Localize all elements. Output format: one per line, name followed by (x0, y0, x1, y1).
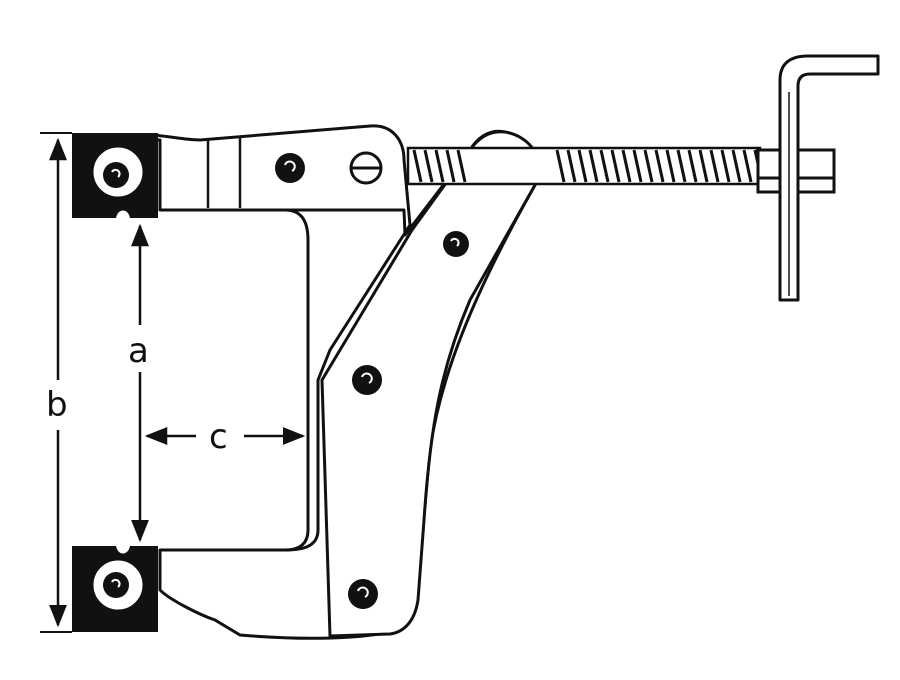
thread-line (742, 149, 753, 183)
thread-line (621, 149, 632, 183)
thread-line (720, 149, 731, 183)
throat-outline (160, 208, 310, 552)
thread-line (709, 149, 720, 183)
thread-line (555, 149, 566, 183)
rivet-upper-jaw (103, 162, 129, 188)
thread-line (599, 149, 610, 183)
thread-line (588, 149, 599, 183)
label-b: b (46, 385, 68, 425)
rivet-lever-middle (352, 365, 382, 395)
dimension-c: c (144, 417, 306, 457)
thread-line (445, 149, 456, 183)
thread-line (434, 149, 445, 183)
thread-line (731, 149, 742, 183)
rivet-lever-upper (443, 231, 469, 257)
rivet-lever-bottom (348, 579, 378, 609)
thread-line (632, 149, 643, 183)
thread-line (412, 149, 423, 183)
upper-arm-neck (206, 138, 242, 208)
dimension-a: a (128, 223, 149, 543)
thread-line (698, 149, 709, 183)
thread-line (665, 149, 676, 183)
thread-line (566, 149, 577, 183)
label-a: a (128, 331, 149, 371)
rivet-frame-top (275, 153, 305, 183)
threaded-rod (406, 146, 764, 186)
dimension-b: b (40, 132, 72, 633)
thread-line (423, 149, 434, 183)
thread-line (643, 149, 654, 183)
thread-line (676, 149, 687, 183)
thread-line (610, 149, 621, 183)
t-handle (778, 54, 880, 302)
lower-jaw-pad (72, 546, 158, 632)
rivet-lower-jaw (103, 572, 129, 598)
thread-line (577, 149, 588, 183)
thread-line (687, 149, 698, 183)
thread-line (456, 149, 467, 183)
slotted-screw (349, 151, 383, 185)
label-c: c (209, 417, 228, 457)
thread-line (654, 149, 665, 183)
